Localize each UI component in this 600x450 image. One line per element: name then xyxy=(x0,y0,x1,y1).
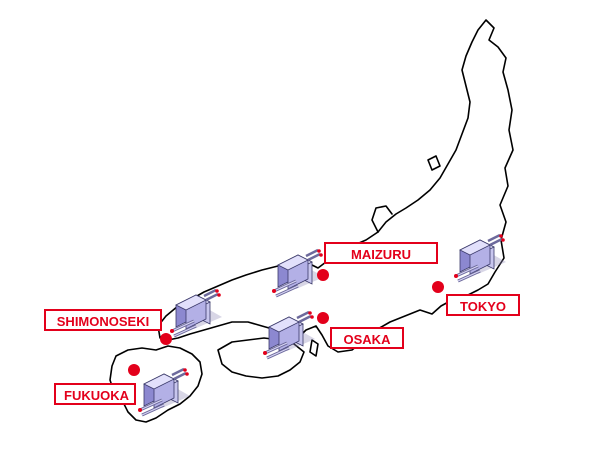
noto-coastline xyxy=(371,205,393,233)
city-label-shimonoseki: SHIMONOSEKI xyxy=(44,309,162,331)
city-label-fukuoka: FUKUOKA xyxy=(54,383,136,405)
city-marker-fukuoka xyxy=(128,364,140,376)
sado-coastline xyxy=(427,155,441,171)
city-label-osaka: OSAKA xyxy=(330,327,404,349)
city-label-tokyo: TOKYO xyxy=(446,294,520,316)
honshu-coastline xyxy=(157,19,514,353)
city-marker-osaka xyxy=(317,312,329,324)
factory-tokyo-icon xyxy=(452,232,508,283)
factory-shimonoseki-icon xyxy=(168,287,224,338)
awaji-coastline xyxy=(309,339,319,357)
city-marker-maizuru xyxy=(317,269,329,281)
city-marker-tokyo xyxy=(432,281,444,293)
factory-maizuru-icon xyxy=(270,247,326,298)
factory-osaka-icon xyxy=(261,309,317,360)
shikoku-coastline xyxy=(217,337,305,379)
city-label-maizuru: MAIZURU xyxy=(324,242,438,264)
city-marker-shimonoseki xyxy=(160,333,172,345)
factory-fukuoka-icon xyxy=(136,366,192,417)
